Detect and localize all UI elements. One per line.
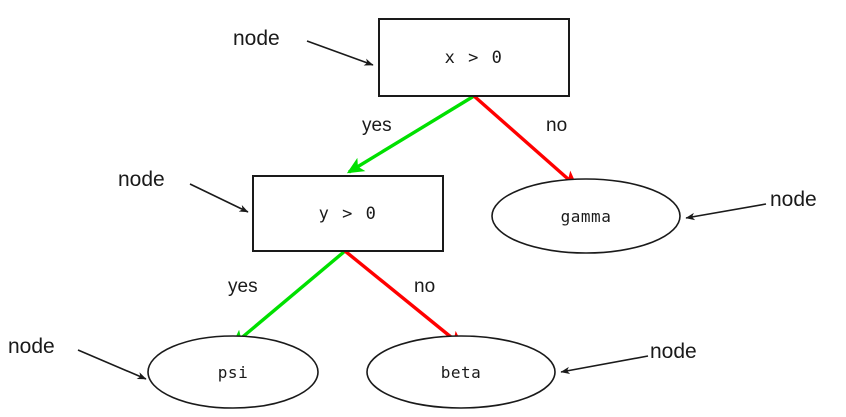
annotation-psi-leader (77, 349, 147, 380)
decision-node-root-box[interactable] (378, 18, 570, 97)
leaf-node-gamma[interactable]: gamma (491, 178, 681, 254)
annotation-beta: node (560, 340, 697, 375)
edge-second-yes: yes (228, 249, 347, 347)
annotation-second: node (118, 168, 249, 213)
edge-second-no: no (343, 249, 464, 348)
edge-root-yes-line (346, 94, 475, 174)
leaf-node-beta-ellipse[interactable] (366, 335, 556, 409)
decision-node-root[interactable]: x > 0 (378, 18, 570, 97)
edge-label-root-yes: yes (362, 115, 392, 136)
edge-label-second-yes: yes (228, 276, 258, 297)
edge-second-no-line (343, 249, 464, 348)
leaf-node-psi[interactable]: psi (147, 335, 319, 409)
annotation-second-label: node (118, 168, 165, 191)
edge-second-yes-line (231, 249, 347, 347)
edge-root-no-line (472, 94, 578, 188)
leaf-node-psi-label: psi (218, 363, 248, 382)
decision-node-second-box[interactable] (252, 175, 444, 252)
decision-node-root-label: x > 0 (445, 48, 504, 68)
annotation-psi: node (8, 335, 147, 380)
edge-label-second-no: no (414, 276, 435, 297)
annotation-gamma: node (685, 188, 817, 221)
annotation-beta-label: node (650, 340, 697, 363)
leaf-node-beta[interactable]: beta (366, 335, 556, 409)
edge-label-root-no: no (546, 115, 567, 136)
annotation-gamma-label: node (770, 188, 817, 211)
annotation-second-leader (189, 183, 249, 213)
annotation-psi-label: node (8, 335, 55, 358)
leaf-node-gamma-label: gamma (561, 207, 612, 226)
edge-root-yes: yes (346, 94, 475, 174)
leaf-node-gamma-ellipse[interactable] (491, 178, 681, 254)
annotation-root-leader (306, 40, 374, 66)
leaf-node-psi-ellipse[interactable] (147, 335, 319, 409)
annotation-root: node (233, 27, 374, 66)
leaf-node-beta-label: beta (441, 363, 482, 382)
annotation-beta-leader (560, 355, 649, 375)
edge-root-no: no (472, 94, 578, 188)
decision-node-second-label: y > 0 (319, 204, 378, 224)
annotation-root-label: node (233, 27, 280, 50)
annotation-gamma-leader (685, 203, 767, 221)
decision-node-second[interactable]: y > 0 (252, 175, 444, 252)
